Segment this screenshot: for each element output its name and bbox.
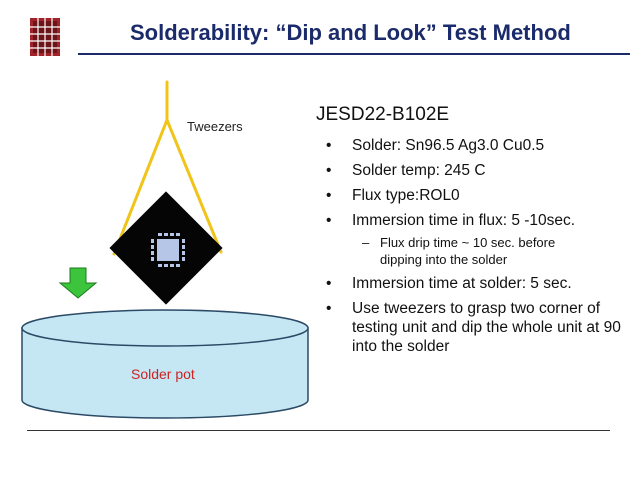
green-arrow-down-icon	[58, 267, 98, 299]
tweezers-icon	[112, 80, 223, 256]
bullet-tweezers-usage: Use tweezers to grasp two corner of test…	[316, 299, 622, 356]
title-divider	[78, 53, 630, 55]
bullet-flux-immersion: Immersion time in flux: 5 -10sec.	[316, 211, 636, 230]
bullet-solder: Solder: Sn96.5 Ag3.0 Cu0.5	[316, 136, 636, 155]
logo-icon	[30, 18, 60, 56]
bullet-solder-immersion: Immersion time at solder: 5 sec.	[316, 274, 636, 293]
solder-pot-label: Solder pot	[131, 366, 195, 382]
sub-bullet-flux-drip: Flux drip time ~ 10 sec. before dipping …	[316, 234, 590, 268]
chip-icon	[109, 191, 223, 305]
test-method-content: JESD22-B102E Solder: Sn96.5 Ag3.0 Cu0.5 …	[316, 104, 636, 362]
bullet-solder-temp: Solder temp: 245 C	[316, 161, 636, 180]
slide-title: Solderability: “Dip and Look” Test Metho…	[130, 20, 571, 45]
footer-divider	[27, 430, 610, 431]
tweezers-label: Tweezers	[187, 119, 243, 134]
bullet-flux-type: Flux type:ROL0	[316, 186, 636, 205]
solder-pot	[21, 309, 309, 419]
standard-heading: JESD22-B102E	[316, 104, 450, 125]
